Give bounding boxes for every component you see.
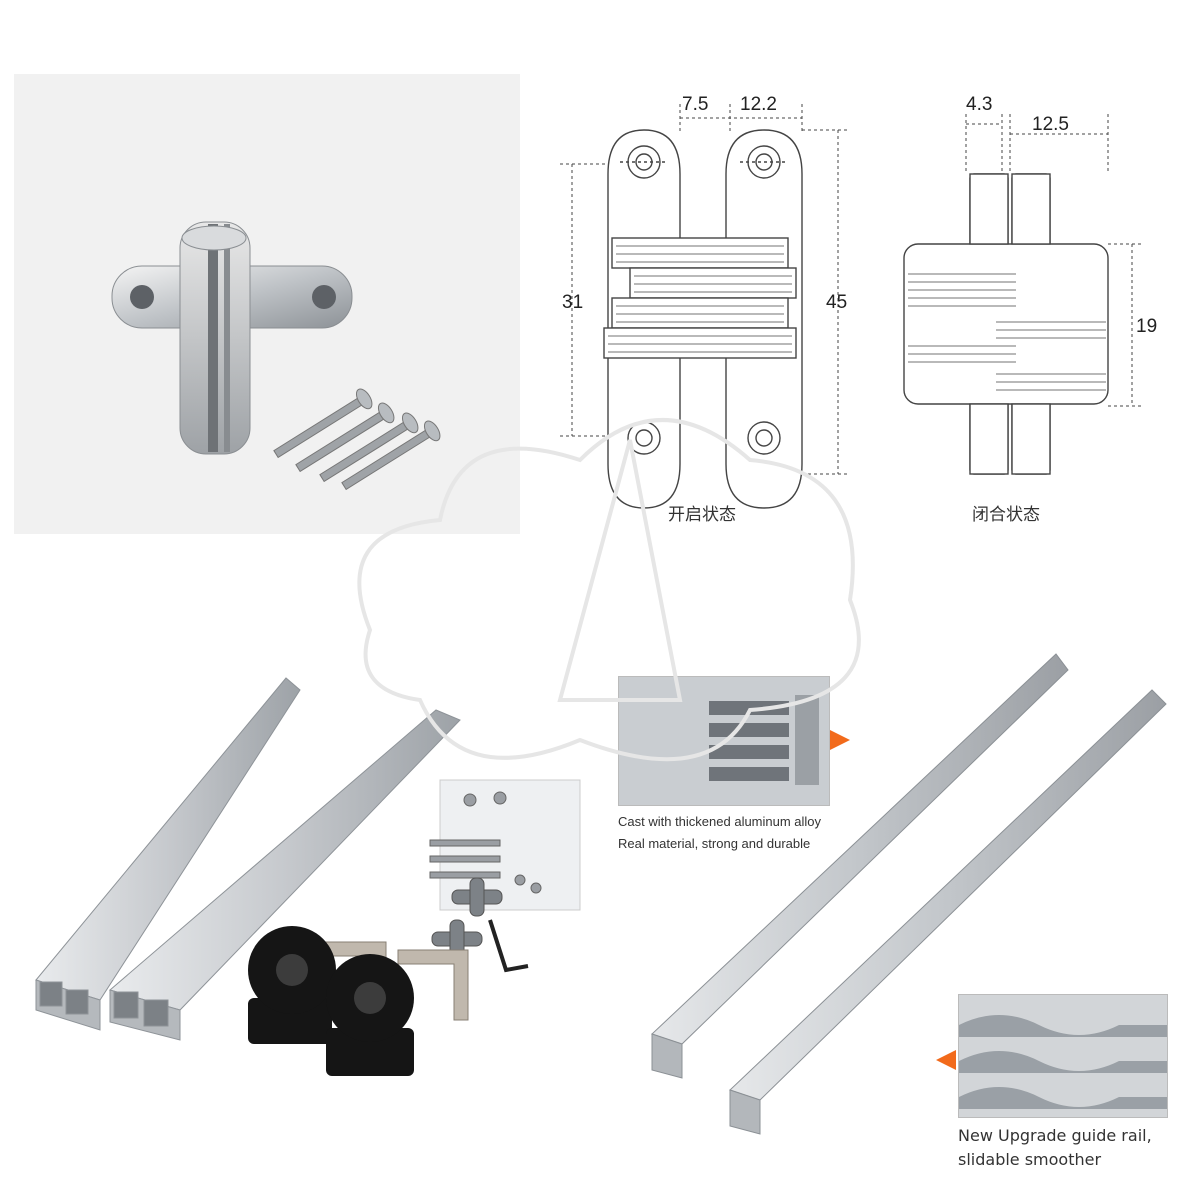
triangle-pointer-icon (830, 730, 850, 750)
rail-kit-illustration (35, 677, 581, 1076)
aluminum-caption-line1: Cast with thickened aluminum alloy (618, 814, 822, 829)
aluminum-profile-inset (618, 676, 830, 806)
dim-closed-top-left: 4.3 (966, 94, 992, 115)
open-state-label: 开启状态 (668, 505, 736, 525)
rail-caption-line2: slidable smoother (958, 1150, 1102, 1169)
dim-open-top-right: 12.2 (740, 94, 777, 115)
dimension-drawing: 7.5 12.2 31 45 4.3 12.5 19 开启状态 闭合状态 (560, 94, 1157, 525)
caster-wheel-icon (248, 926, 336, 1044)
dim-open-right-height: 45 (826, 292, 847, 313)
guide-rail-photo: Cast with thickened aluminum alloy Real … (600, 630, 1200, 1200)
guide-rail-icon (651, 653, 1069, 1079)
dim-open-left-height: 31 (562, 292, 583, 313)
hinge-dimension-diagram: 7.5 12.2 31 45 4.3 12.5 19 开启状态 闭合状态 (520, 74, 1200, 534)
slide-rail-icon (35, 677, 301, 1031)
hardware-bag-icon (429, 779, 581, 911)
closed-state-drawing (903, 114, 1144, 475)
aluminum-profile-illustration (619, 677, 829, 805)
guide-rail-illustration (651, 653, 1167, 1135)
open-state-drawing (560, 104, 850, 509)
hinge-icon (431, 877, 503, 959)
rail-caption: New Upgrade guide rail, slidable smoothe… (958, 1124, 1188, 1172)
dim-open-top-left: 7.5 (682, 94, 708, 115)
hex-key-icon (488, 919, 529, 973)
closed-state-label: 闭合状态 (972, 505, 1040, 525)
hinge-icon (111, 221, 353, 455)
guide-rail-icon (729, 689, 1167, 1135)
caster-wheel-icon (326, 954, 414, 1076)
hinge-product-photo (14, 74, 520, 534)
rail-caption-line1: New Upgrade guide rail, (958, 1126, 1152, 1145)
dim-closed-top-right: 12.5 (1032, 114, 1069, 135)
hinge-photo-illustration (111, 221, 441, 491)
dim-closed-right-height: 19 (1136, 316, 1157, 337)
triangle-pointer-icon (936, 1050, 956, 1070)
rail-groove-inset (958, 994, 1168, 1118)
slide-rail-icon (108, 709, 461, 1041)
rail-groove-illustration (959, 995, 1167, 1117)
aluminum-caption: Cast with thickened aluminum alloy Real … (618, 814, 858, 852)
rail-kit-photo (0, 630, 600, 1200)
aluminum-caption-line2: Real material, strong and durable (618, 836, 811, 851)
screw-icon (273, 388, 441, 491)
